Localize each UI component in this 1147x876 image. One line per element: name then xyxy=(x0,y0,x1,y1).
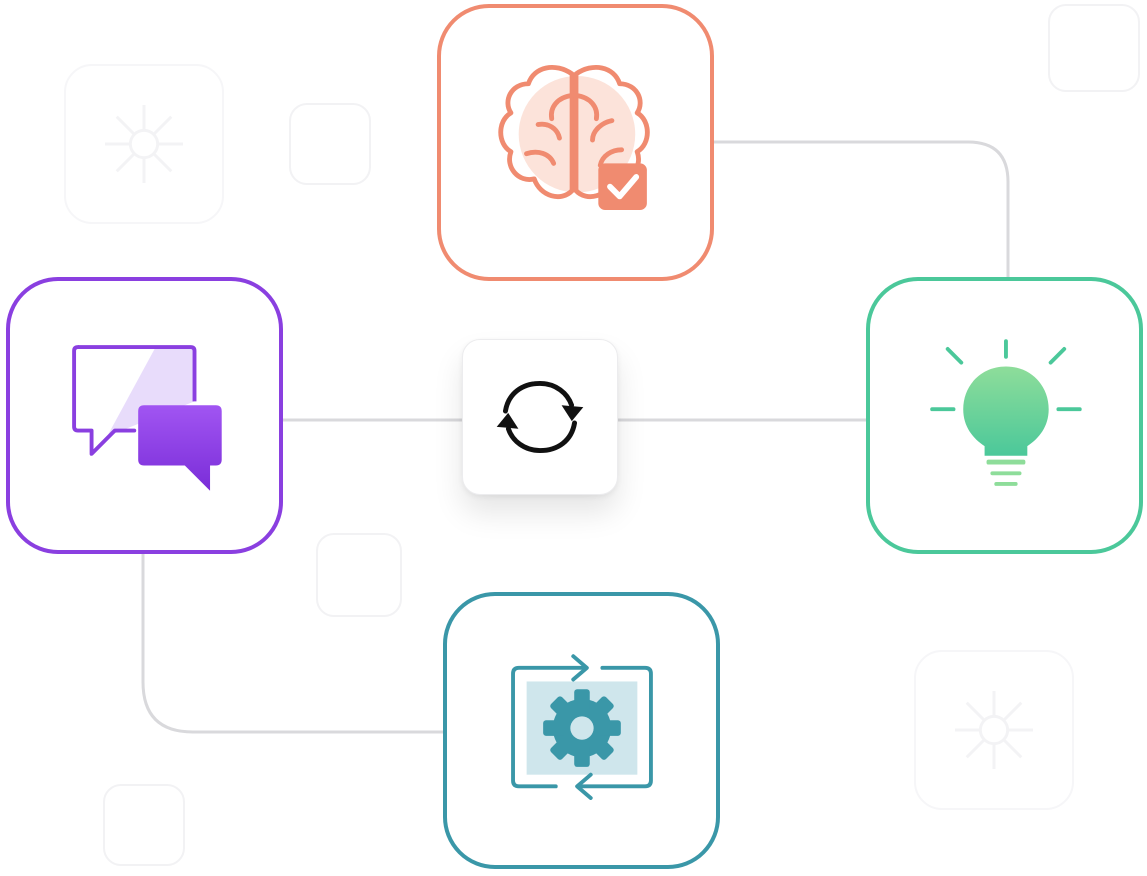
ghost-tile xyxy=(316,533,402,617)
ghost-tile xyxy=(914,650,1074,810)
brain-check-icon xyxy=(498,64,650,210)
chat-bubbles-icon xyxy=(72,345,222,491)
gear-node[interactable] xyxy=(443,592,720,869)
ghost-tile xyxy=(1048,4,1140,92)
ghost-tile xyxy=(103,784,185,866)
chat-node[interactable] xyxy=(6,277,283,554)
gear-refresh-icon xyxy=(511,654,653,800)
sync-hub[interactable] xyxy=(462,339,618,495)
connector-brain-bulb xyxy=(714,140,1010,280)
lightbulb-node[interactable] xyxy=(866,277,1143,554)
faint-network-icon xyxy=(955,691,1033,769)
connector-chat-gear xyxy=(141,554,443,734)
sync-arrows-icon xyxy=(496,380,584,454)
lightbulb-icon xyxy=(930,339,1082,486)
brain-node[interactable] xyxy=(437,4,714,281)
ghost-tile xyxy=(289,103,371,185)
ghost-tile xyxy=(64,64,224,224)
faint-network-icon xyxy=(105,105,183,183)
